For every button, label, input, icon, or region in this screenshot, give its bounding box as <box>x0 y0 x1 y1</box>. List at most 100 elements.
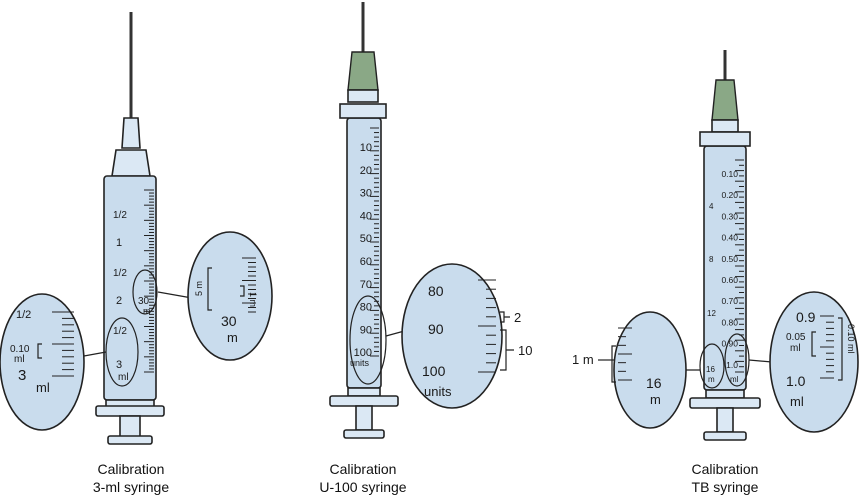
syringe-tb: 0.100.200.300.400.500.600.700.800.901.0m… <box>572 50 859 495</box>
syringe-3ml: 1/2 1 1/2 2 1/2 3 ml 30 m 5 m 1 m 30 m 1… <box>0 12 273 495</box>
bracket-label: 1 m <box>248 292 258 307</box>
plunger-rod <box>119 415 141 439</box>
caption-line-2: TB syringe <box>692 479 759 495</box>
plunger-thumb-rest <box>343 429 385 439</box>
bracket-label: 5 m <box>194 281 204 296</box>
barrel-label: 80 <box>360 302 372 314</box>
caption-line-2: 3-ml syringe <box>93 479 169 495</box>
region-number: 30 <box>138 296 150 307</box>
magnified-bubble-ml <box>769 291 859 433</box>
minim-label: m <box>708 375 715 384</box>
bubble-label: 1 m <box>572 352 594 367</box>
side-label: 0.10 ml <box>846 324 856 354</box>
caption-line-1: Calibration <box>692 461 759 477</box>
bubble-label: 1.0 <box>786 373 806 389</box>
magnify-region-minims <box>132 269 158 315</box>
magnified-bubble-ml <box>0 293 85 431</box>
increment-unit: ml <box>14 354 25 365</box>
barrel-label: 20 <box>360 165 372 177</box>
magnified-bubble-minims <box>187 231 273 361</box>
caption-line-1: Calibration <box>330 461 397 477</box>
pointer-line <box>157 291 193 299</box>
bracket-label: 10 <box>518 343 532 358</box>
barrel-label: 60 <box>360 256 372 268</box>
barrel-label: ml <box>118 372 129 383</box>
bubble-label: 80 <box>428 283 444 299</box>
barrel-label: 1/2 <box>113 268 127 279</box>
bubble-number: 3 <box>18 367 26 384</box>
bubble-label: 0.9 <box>796 309 816 325</box>
barrel-label: 50 <box>360 233 372 245</box>
plunger-thumb-rest <box>703 431 747 441</box>
barrel-labels: 0.100.200.300.400.500.600.700.800.901.0m… <box>721 169 738 384</box>
bracket-label: 2 <box>514 310 521 325</box>
finger-flange <box>689 397 761 409</box>
barrel-unit: ml <box>730 375 739 384</box>
minim-label: 16 <box>706 365 715 374</box>
barrel-label: 0.10 <box>721 169 738 179</box>
bubble-scale <box>618 327 632 381</box>
barrel-scale <box>735 159 744 373</box>
bubble-label: 90 <box>428 321 444 337</box>
increment-unit: ml <box>790 343 801 354</box>
bracket-2 <box>500 311 510 323</box>
barrel-label: 0.40 <box>721 233 738 243</box>
needle-hub <box>347 51 379 91</box>
bubble-number: 16 <box>646 375 662 391</box>
barrel-label: 100 <box>354 347 372 359</box>
minim-label: 4 <box>709 202 714 211</box>
luer-tip <box>347 89 379 103</box>
bracket-5m <box>207 267 212 311</box>
increment-label: 0.10 <box>10 344 30 355</box>
bubble-scale <box>242 257 256 313</box>
barrel-label: 0.20 <box>721 190 738 200</box>
barrel-top <box>699 131 751 147</box>
finger-flange <box>95 405 165 417</box>
barrel-label: 30 <box>360 188 372 200</box>
bubble-unit: ml <box>36 380 50 395</box>
barrel-top <box>339 103 387 119</box>
barrel-label: 0.50 <box>721 254 738 264</box>
barrel-label: 0.90 <box>721 339 738 349</box>
barrel-label: 2 <box>116 295 122 307</box>
pointer-line <box>748 359 773 363</box>
barrel <box>103 175 157 401</box>
plunger-thumb-rest <box>107 435 153 445</box>
magnify-region <box>349 295 387 385</box>
barrel-label: 0.30 <box>721 211 738 221</box>
barrel-label: 0.60 <box>721 275 738 285</box>
plunger-seal <box>347 387 381 397</box>
minim-label: 8 <box>709 255 714 264</box>
plunger-seal <box>705 389 745 399</box>
finger-flange <box>329 395 399 407</box>
barrel-label: 1 <box>116 237 122 249</box>
bubble-scale <box>478 279 496 373</box>
magnified-bubble-units <box>401 263 503 409</box>
barrel-label: 10 <box>360 142 372 154</box>
barrel-label: 70 <box>360 279 372 291</box>
bubble-number: 30 <box>221 313 237 329</box>
caption-line-1: Calibration <box>98 461 165 477</box>
plunger-rod <box>355 405 373 431</box>
needle-tip-cone <box>121 117 141 149</box>
bracket-1m <box>240 285 245 297</box>
minim-label: 12 <box>707 309 716 318</box>
plunger-rod <box>716 407 734 433</box>
barrel-label: 1/2 <box>113 210 127 221</box>
bubble-label: 100 <box>422 363 446 379</box>
luer-tip <box>711 119 739 133</box>
bracket-10 <box>500 329 514 371</box>
luer-tip <box>111 149 151 177</box>
bracket-010 <box>838 317 843 381</box>
bracket-005 <box>811 331 816 357</box>
barrel-label: 40 <box>360 210 372 222</box>
needle-hub <box>711 79 739 121</box>
increment-label: 0.05 <box>786 332 806 343</box>
bracket-1m <box>611 345 616 383</box>
bubble-label: 1/2 <box>16 309 31 321</box>
caption-line-2: U-100 syringe <box>319 479 406 495</box>
bubble-unit: m <box>227 330 238 345</box>
